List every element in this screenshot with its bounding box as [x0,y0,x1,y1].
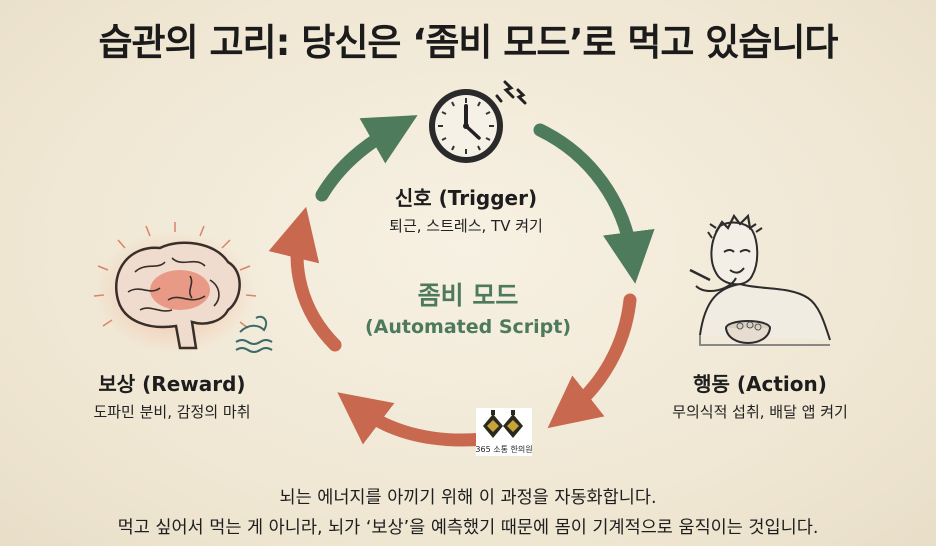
eating-person-icon [689,213,831,346]
clinic-logo-text: 365 소통 한의원 [475,445,533,454]
clinic-logo [476,408,532,456]
page-title: 습관의 고리: 당신은 ‘좀비 모드’로 먹고 있습니다 [98,21,839,64]
action-label: 행동 (Action) [693,372,827,396]
trigger-label: 신호 (Trigger) [394,186,538,210]
trigger-node: 신호 (Trigger) 퇴근, 스트레스, TV 켜기 [346,182,586,236]
footer-line-2: 먹고 싶어서 먹는 게 아니라, 뇌가 ‘보상’을 예측했기 때문에 몸이 기계… [117,518,819,538]
center-label: 좀비 모드 (Automated Script) [318,276,618,338]
trigger-description: 퇴근, 스트레스, TV 켜기 [389,217,543,235]
wave-lines-icon [235,315,273,353]
brain-icon [93,222,257,354]
action-node: 행동 (Action) 무의식적 섭취, 배달 앱 켜기 [630,368,890,422]
reward-label: 보상 (Reward) [98,372,246,396]
alarm-lines-icon [495,80,527,105]
action-description: 무의식적 섭취, 배달 앱 켜기 [672,403,848,421]
clock-icon [429,89,503,163]
zombie-mode-label: 좀비 모드 [417,281,519,310]
automated-script-label: (Automated Script) [364,316,572,338]
reward-description: 도파민 분비, 감정의 마취 [93,403,251,421]
arrow-reward-to-action-up [268,206,342,352]
arrow-reward-to-trigger [315,115,418,202]
reward-node: 보상 (Reward) 도파민 분비, 감정의 마취 [52,368,292,422]
arrow-action-to-cue [547,293,637,429]
footer-line-1: 뇌는 에너지를 아끼기 위해 이 과정을 자동화합니다. [279,488,657,508]
arrow-trigger-to-action [533,123,655,284]
